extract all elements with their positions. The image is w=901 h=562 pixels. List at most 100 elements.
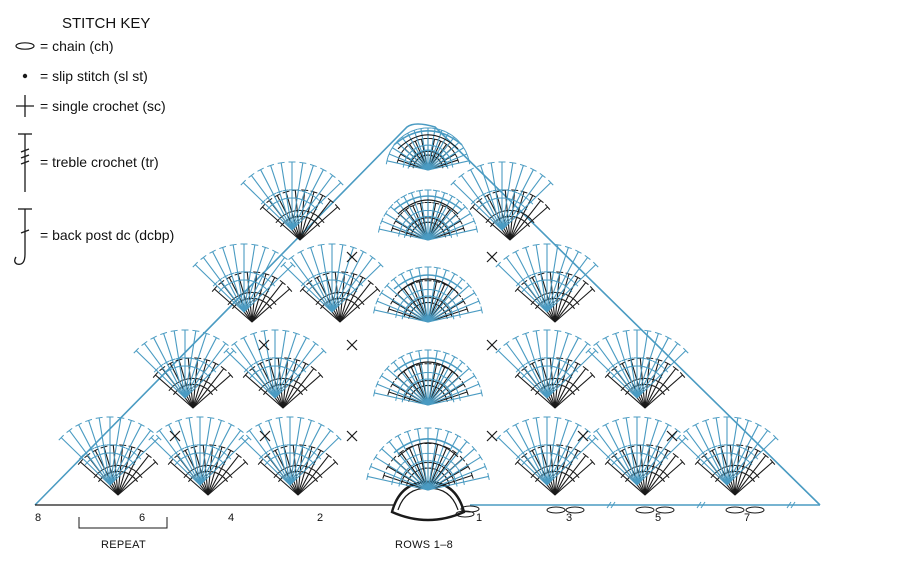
stitch-cap xyxy=(472,217,477,225)
stitch-cap xyxy=(246,427,253,433)
stitch-tick xyxy=(230,280,237,284)
stitch-tick xyxy=(223,476,229,483)
stitch-cap xyxy=(564,418,572,423)
stitch-post xyxy=(248,430,291,486)
row-number-6: 6 xyxy=(139,512,145,524)
side-fan-outer xyxy=(585,416,689,486)
stitch-cap xyxy=(417,127,425,130)
stitch-tick xyxy=(228,272,235,276)
stitch-post xyxy=(427,383,480,406)
stitch-post xyxy=(501,162,514,231)
stitch-tick xyxy=(418,452,425,455)
single-crochet-cross xyxy=(346,339,358,351)
stitch-tick xyxy=(226,454,232,460)
stitch-tick xyxy=(658,363,664,369)
treble-icon xyxy=(18,133,32,192)
stitch-cap xyxy=(219,245,227,250)
stitch-post xyxy=(184,350,235,399)
stitch-cap xyxy=(141,340,148,346)
stitch-tick xyxy=(663,454,669,460)
stitch-post xyxy=(251,288,290,323)
stitch-cap xyxy=(622,329,630,332)
stitch-post xyxy=(109,430,152,486)
stitch-tick xyxy=(268,457,274,462)
stitch-post xyxy=(497,350,548,399)
foundation-ring-inner xyxy=(397,487,459,511)
row-number-4: 4 xyxy=(228,512,234,524)
stitch-post xyxy=(636,430,679,486)
stitch-cap xyxy=(509,161,517,164)
stitch-tick xyxy=(748,450,754,456)
stitch-post xyxy=(497,437,548,486)
base-chain-oval xyxy=(546,506,566,514)
stitch-post xyxy=(452,182,503,231)
stitch-cap xyxy=(451,271,458,277)
stitch-post xyxy=(386,285,429,323)
stitch-tick xyxy=(713,453,720,457)
stitch-post xyxy=(427,278,463,323)
stitch-cap xyxy=(307,245,315,250)
stitch-tick xyxy=(430,372,437,375)
stitch-tick xyxy=(282,366,289,370)
stitch-cap xyxy=(407,365,415,370)
stitch-tick xyxy=(480,202,486,207)
stitch-post xyxy=(427,465,486,491)
stitch-cap xyxy=(266,197,273,204)
base-chain-oval xyxy=(725,506,745,514)
stitch-tick xyxy=(339,291,346,294)
stitch-post xyxy=(734,450,759,496)
stitch-cap xyxy=(318,422,325,427)
stitch-cap xyxy=(165,422,172,427)
stitch-post xyxy=(427,269,447,323)
central-fan-outer xyxy=(373,266,483,323)
stitch-cap xyxy=(238,434,245,441)
stitch-cap xyxy=(475,225,479,233)
stitch-cap xyxy=(465,150,469,158)
stitch-cap xyxy=(320,167,327,172)
stitch-tick xyxy=(570,296,576,301)
stitch-cap xyxy=(390,380,395,388)
stitch-cap xyxy=(375,380,379,388)
stitch-post xyxy=(386,160,429,171)
stitch-cap xyxy=(185,416,193,419)
stitch-tick xyxy=(315,299,321,306)
stitch-post xyxy=(517,288,556,323)
stitch-cap xyxy=(512,422,519,427)
stitch-tick xyxy=(112,452,119,455)
stitch-cap xyxy=(235,452,242,459)
stitch-post xyxy=(546,257,589,313)
stitch-tick xyxy=(291,370,297,375)
stitch-cap xyxy=(442,268,450,272)
stitch-tick xyxy=(457,467,462,474)
stitch-tick xyxy=(299,445,306,449)
side-fan-outer xyxy=(133,329,237,399)
stitch-cap xyxy=(451,354,458,360)
stitch-tick xyxy=(306,287,312,293)
stitch-tick xyxy=(133,476,139,483)
stitch-cap xyxy=(360,249,367,254)
stitch-cap xyxy=(390,276,397,282)
stitch-post xyxy=(274,343,317,399)
stitch-post xyxy=(636,437,687,486)
stitch-cap xyxy=(480,306,483,314)
stitch-tick xyxy=(574,299,580,306)
stitch-cap xyxy=(332,459,339,465)
stitch-post xyxy=(726,424,759,486)
stitch-tick xyxy=(322,271,329,274)
stitch-cap xyxy=(306,279,313,286)
stitch-post xyxy=(554,455,587,496)
stitch-post xyxy=(289,430,332,486)
stitch-tick xyxy=(537,357,544,360)
stitch-cap xyxy=(217,418,225,423)
stitch-post xyxy=(283,446,299,496)
stitch-tick xyxy=(270,192,277,197)
stitch-cap xyxy=(297,416,305,419)
stitch-tick xyxy=(556,272,563,276)
stitch-cap xyxy=(458,217,463,225)
side-fan-outer xyxy=(148,416,252,486)
stitch-tick xyxy=(305,447,312,452)
stitch-cap xyxy=(230,347,237,354)
back-post-icon xyxy=(14,208,32,265)
stitch-tick xyxy=(515,454,521,460)
stitch-post xyxy=(427,309,482,323)
